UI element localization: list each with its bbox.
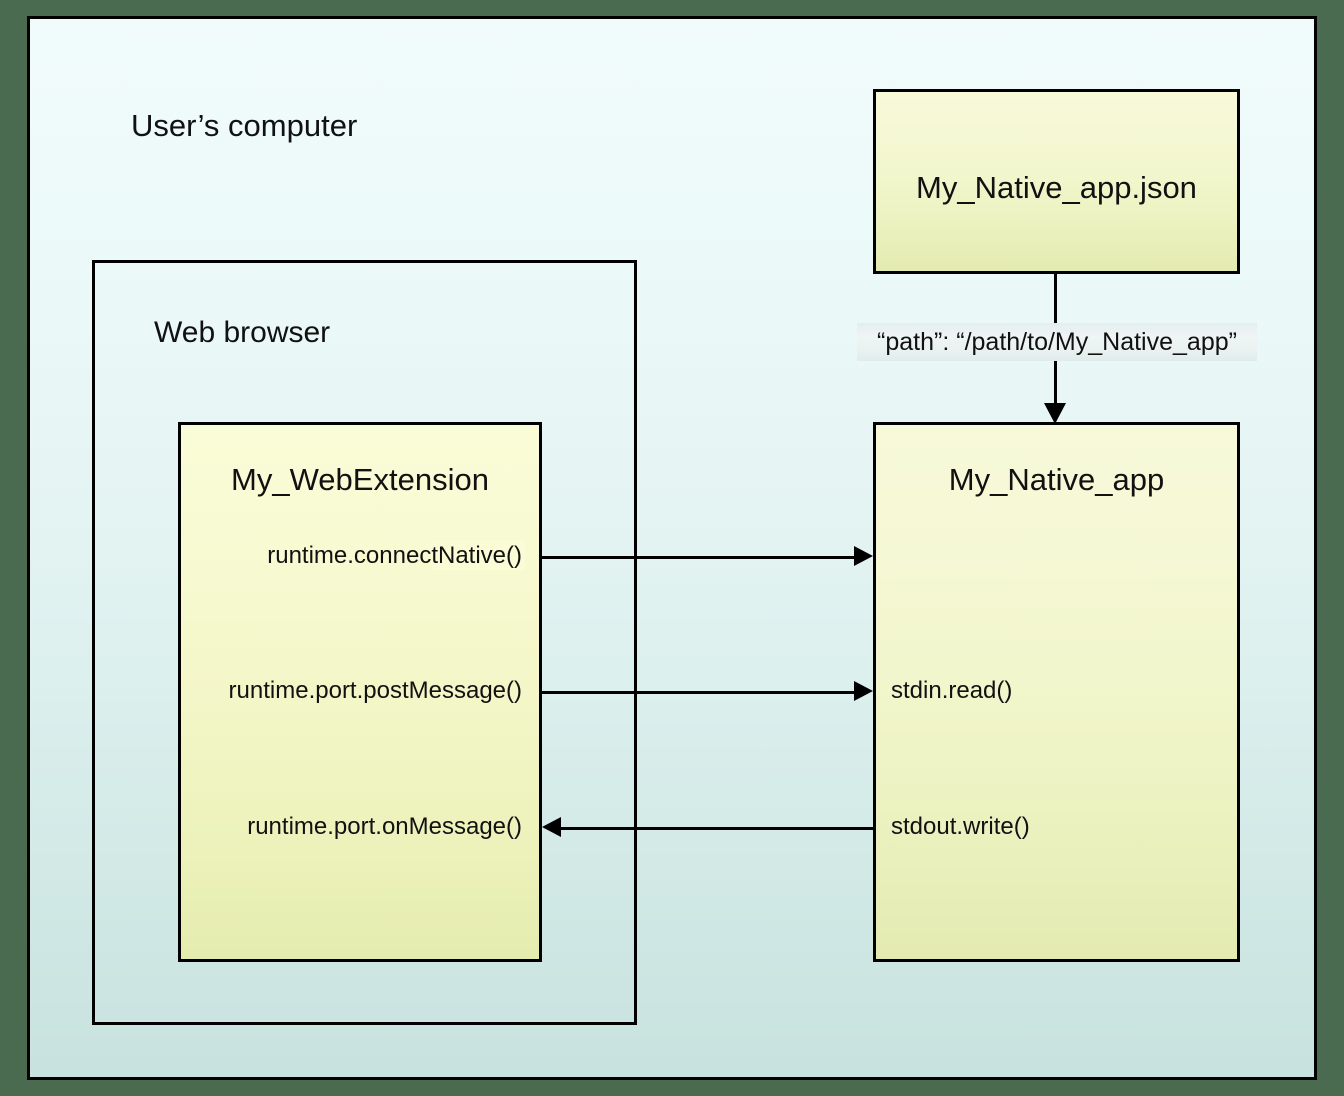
web-browser-container [92,260,637,1025]
api-label-post-message: runtime.port.postMessage() [228,677,522,704]
path-annotation-band: “path”: “/path/to/My_Native_app” [857,323,1257,361]
connector-post-message [542,691,854,694]
manifest-json-box: My_Native_app.json [873,89,1240,274]
path-annotation-text: “path”: “/path/to/My_Native_app” [877,327,1237,356]
manifest-connector-arrowhead [1044,403,1066,424]
my-native-app-box: My_Native_app [873,422,1240,962]
web-browser-label: Web browser [154,316,331,349]
my-webextension-title: My_WebExtension [231,462,489,497]
connector-connect-native [542,556,854,559]
api-label-stdin-read: stdin.read() [891,677,1013,704]
my-webextension-box: My_WebExtension [178,422,542,962]
diagram-canvas: User’s computer Web browser My_WebExtens… [27,16,1317,1080]
connector-on-message-arrowhead [542,817,561,837]
manifest-connector-upper [1054,274,1057,323]
connect-native-highlight [431,540,525,570]
connector-connect-native-arrowhead [854,546,873,566]
connector-post-message-arrowhead [854,681,873,701]
api-label-connect-native: runtime.connectNative() [267,542,522,569]
api-label-on-message: runtime.port.onMessage() [247,813,522,840]
manifest-json-title: My_Native_app.json [916,170,1197,205]
my-native-app-title: My_Native_app [948,462,1165,497]
api-label-stdout-write: stdout.write() [891,813,1030,840]
users-computer-label: User’s computer [131,108,358,143]
connector-on-message [561,827,873,830]
manifest-connector-lower [1054,361,1057,404]
